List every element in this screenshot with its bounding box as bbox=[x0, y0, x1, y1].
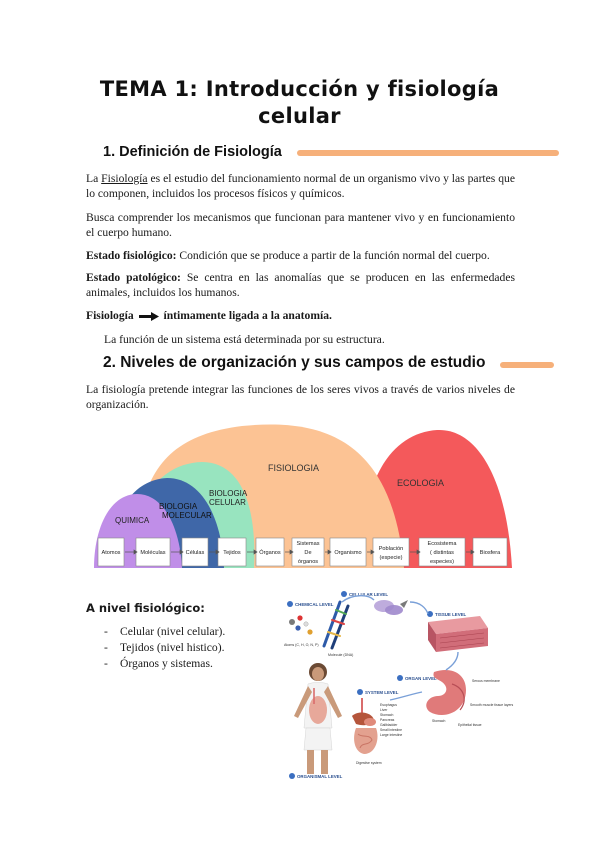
ecologia-label: ECOLOGIA bbox=[397, 478, 444, 488]
cellular-level-label: CELLULAR LEVEL bbox=[349, 592, 388, 597]
organ-name-stomach: Stomach bbox=[380, 713, 393, 717]
biologia-molecular-label-2: MOLECULAR bbox=[162, 511, 212, 520]
stomach-illustration bbox=[426, 670, 466, 716]
paragraph-fisiologia-anatomia: Fisiología íntimamente ligada a la anato… bbox=[86, 309, 332, 322]
quimica-label: QUIMICA bbox=[115, 516, 150, 525]
levels-of-organization-figure: CHEMICAL LEVEL CELLULAR LEVEL TISSUE LEV… bbox=[284, 591, 513, 779]
level-poblacion-2: (especie) bbox=[379, 555, 402, 561]
level-ecosistema-2: ( distintas bbox=[430, 550, 454, 556]
level-ecosistema-1: Ecosistema bbox=[428, 541, 458, 547]
nivel-fisiologico-heading: A nivel fisiológico: bbox=[86, 601, 205, 615]
organ-name-liver: Liver bbox=[380, 708, 388, 712]
person-illustration bbox=[294, 663, 342, 774]
level-biosfera: Biosfera bbox=[480, 550, 501, 556]
paragraph-definition: La Fisiología es el estudio del funciona… bbox=[86, 172, 515, 200]
level-atomos: Atomos bbox=[102, 550, 121, 556]
level-box-ecosistema bbox=[418, 537, 466, 567]
paragraph-estado-patologico: Estado patológico: Se centra en las anom… bbox=[86, 271, 515, 299]
organ-name-small-intestine: Small intestine bbox=[380, 728, 402, 732]
biologia-celular-label-2: CELULAR bbox=[209, 498, 246, 507]
organization-levels-diagram: QUIMICA BIOLOGIA MOLECULAR BIOLOGIA CELU… bbox=[94, 424, 512, 568]
digestive-system-caption: Digestive system bbox=[356, 761, 382, 765]
arrow-right-icon bbox=[138, 311, 159, 321]
section-1-heading: 1. Definición de Fisiología bbox=[103, 144, 282, 160]
epithelial-tissue-label: Epithelial tissue bbox=[458, 723, 482, 727]
ecologia-field bbox=[361, 429, 512, 568]
molecule-caption: Molecule (DNA) bbox=[328, 653, 353, 657]
organ-name-pancreas: Pancreas bbox=[380, 718, 395, 722]
atoms-illustration bbox=[289, 615, 313, 635]
organismal-level-label: ORGANISMAL LEVEL bbox=[297, 774, 343, 779]
stomach-organ-label: Stomach bbox=[432, 719, 445, 723]
chemical-level-label: CHEMICAL LEVEL bbox=[295, 602, 334, 607]
paragraph-estado-fisiologico: Estado fisiológico: Condición que se pro… bbox=[86, 249, 490, 262]
level-poblacion-1: Población bbox=[379, 546, 404, 552]
level-sistemas-2: De bbox=[304, 550, 311, 556]
page-title: TEMA 1: Introducción y fisiología celula… bbox=[99, 77, 500, 128]
dna-molecule-illustration bbox=[322, 600, 350, 650]
organ-name-gallbladder: Gallbladder bbox=[380, 723, 398, 727]
level-organismo: Organismo bbox=[334, 550, 361, 556]
list-item: -Tejidos (nivel histico). bbox=[104, 641, 225, 654]
biologia-molecular-label-1: BIOLOGIA bbox=[159, 502, 198, 511]
organ-level-label: ORGAN LEVEL bbox=[405, 676, 437, 681]
list-item: -Celular (nivel celular). bbox=[104, 625, 226, 638]
heading-underline-bar bbox=[500, 362, 554, 368]
level-box-sistemas bbox=[291, 537, 325, 567]
paragraph-funcion-estructura: La función de un sistema está determinad… bbox=[104, 333, 385, 346]
cells-illustration bbox=[374, 600, 408, 615]
level-sistemas-1: Sistemas bbox=[296, 541, 319, 547]
atoms-caption: Atoms (C, H, O, N, P) bbox=[284, 643, 319, 647]
level-box-moleculas bbox=[135, 537, 171, 567]
biologia-celular-label-1: BIOLOGIA bbox=[209, 489, 248, 498]
paragraph-niveles: La fisiología pretende integrar las func… bbox=[86, 383, 515, 411]
organ-name-large-intestine: Large intestine bbox=[380, 733, 402, 737]
heading-underline-bar bbox=[297, 150, 559, 156]
level-organos: Órganos bbox=[259, 549, 281, 556]
level-moleculas: Moléculas bbox=[140, 550, 165, 556]
level-ecosistema-3: especies) bbox=[430, 559, 454, 565]
level-box-organismo bbox=[329, 537, 367, 567]
level-sistemas-3: órganos bbox=[298, 559, 318, 565]
tissue-illustration bbox=[428, 616, 488, 652]
section-2-heading: 2. Niveles de organización y sus campos … bbox=[103, 354, 486, 371]
level-box-atomos bbox=[97, 537, 125, 567]
fisiologia-label: FISIOLOGIA bbox=[268, 463, 319, 473]
level-celulas: Células bbox=[186, 550, 205, 556]
level-box-poblacion bbox=[372, 537, 410, 567]
organ-name-esophagus: Esophagus bbox=[380, 703, 397, 707]
paragraph-purpose: Busca comprender los mecanismos que func… bbox=[86, 211, 515, 239]
level-tejidos: Tejidos bbox=[223, 550, 241, 556]
tissue-level-label: TISSUE LEVEL bbox=[435, 612, 467, 617]
smooth-muscle-label: Smooth muscle tissue layers bbox=[470, 703, 513, 707]
digestive-system-illustration bbox=[352, 698, 378, 754]
level-box-biosfera bbox=[472, 537, 508, 567]
list-item: -Órganos y sistemas. bbox=[104, 657, 213, 670]
system-level-label: SYSTEM LEVEL bbox=[365, 690, 399, 695]
serous-membrane-label: Serous membrane bbox=[472, 679, 500, 683]
